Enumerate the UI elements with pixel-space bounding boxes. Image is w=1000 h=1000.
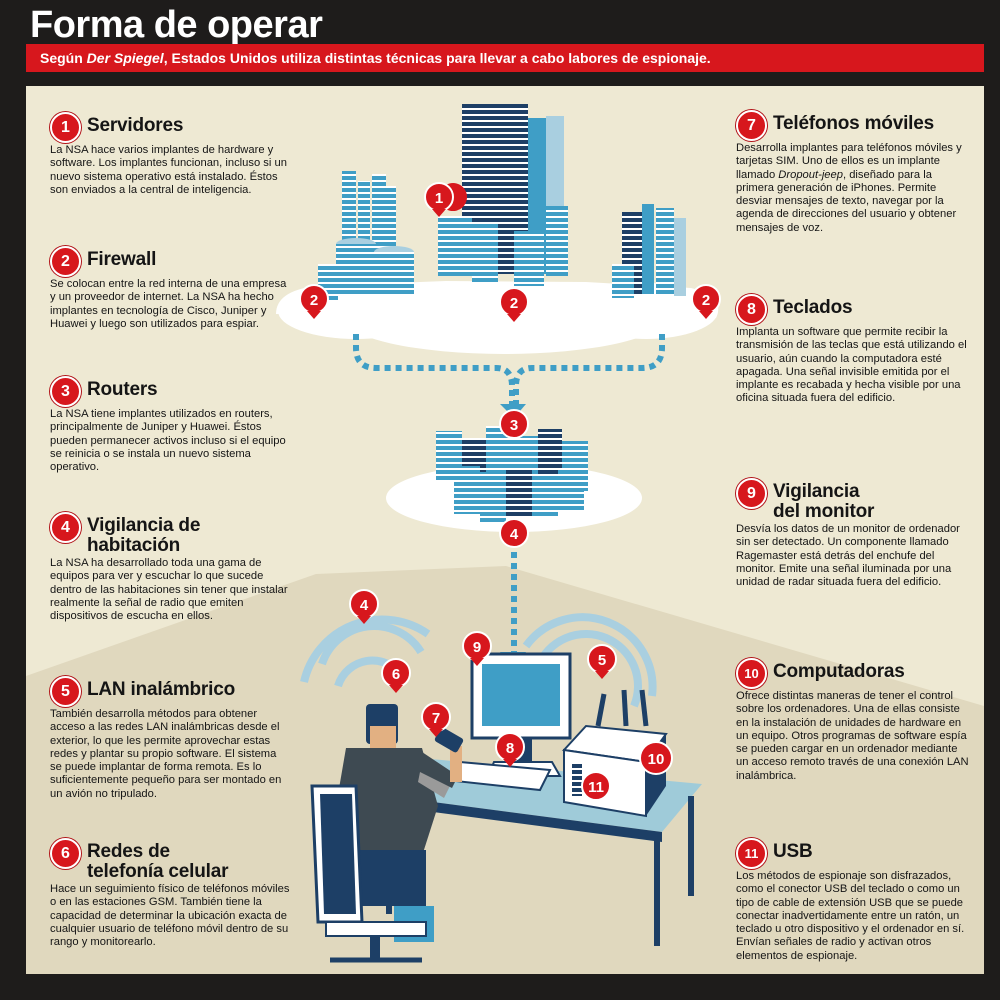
marker-4-center: 4 [499,518,529,548]
item-title-line2: del monitor [773,501,875,522]
item-text: Se colocan entre la red interna de una e… [50,278,287,330]
item-title: Servidores [87,115,184,136]
marker-4-center-label: 4 [510,526,519,543]
badge-1: 1 [50,112,81,143]
item-text: La NSA tiene implantes utilizados en rou… [50,408,286,474]
marker-7-label: 7 [432,710,440,727]
marker-4-wall: 4 [349,589,379,624]
item-text-emphasis: Dropout-jeep [778,168,843,181]
chair [310,784,427,963]
phone-icon [434,727,464,753]
marker-9-label: 9 [473,639,481,656]
subtitle-text-before: Según [40,50,87,66]
badge-7: 7 [736,110,767,141]
marker-5-label: 5 [598,652,606,669]
marker-6-label: 6 [392,666,400,683]
badge-3: 3 [50,376,81,407]
marker-7: 7 [421,702,451,737]
marker-2-right: 2 [691,284,721,319]
item-teclados: 8 Teclados Implanta un software que permi… [736,294,972,406]
item-title: USB [773,841,813,862]
item-firewall: 2 Firewall Se colocan entre la red intern… [50,246,290,331]
marker-2-center-label: 2 [510,295,518,312]
marker-1-label: 1 [435,190,443,207]
marker-11-label: 11 [588,779,604,796]
item-title-line1: Redes de [87,841,170,862]
item-text-after: , diseñado para la primera generación de… [736,168,957,234]
connection-lines [353,334,665,652]
network-diagram: 1 2 2 2 3 4 [276,104,721,963]
item-usb: 11 USB Los métodos de espionaje son disfr… [736,838,972,963]
badge-2: 2 [50,246,81,277]
badge-11: 11 [736,838,767,869]
item-text: Ofrece distintas maneras de tener el con… [736,690,969,782]
item-title: Teclados [773,297,853,318]
content-panel: 1 2 2 2 3 4 [26,86,984,974]
marker-9: 9 [462,631,492,666]
subtitle-source: Der Spiegel [86,50,164,66]
marker-3-label: 3 [510,417,518,434]
marker-5: 5 [587,644,617,679]
marker-10: 10 [639,741,673,775]
item-text: Implanta un software que permite recibir… [736,326,967,405]
item-title-line1: Vigilancia de [87,515,201,536]
item-text: Los métodos de espionaje son disfrazados… [736,870,965,962]
item-text: Desarrolla implantes para teléfonos móvi… [736,142,962,181]
item-text: Hace un seguimiento físico de teléfonos … [50,883,290,949]
marker-2-center: 2 [499,287,529,322]
item-title: LAN inalámbrico [87,679,235,700]
item-title: Teléfonos móviles [773,113,934,134]
marker-2-right-label: 2 [702,292,710,309]
server-buildings [318,104,686,302]
badge-10: 10 [736,658,767,689]
badge-6: 6 [50,838,81,869]
item-title-line2: telefonía celular [87,861,229,882]
monitor [470,652,572,777]
item-computadoras: 10 Computadoras Ofrece distintas maneras … [736,658,972,783]
badge-8: 8 [736,294,767,325]
item-text: La NSA ha desarrollado toda una gama de … [50,557,288,623]
marker-11: 11 [581,771,611,801]
marker-6: 6 [381,658,411,693]
marker-1: 1 [424,182,467,217]
item-lan-inalambrico: 5 LAN inalámbrico También desarrolla méto… [50,676,290,801]
item-title-line1: Vigilancia [773,481,860,502]
badge-9: 9 [736,478,767,509]
router-platform [386,426,642,532]
item-title-line2: habitación [87,535,181,556]
item-routers: 3 Routers La NSA tiene implantes utilizad… [50,376,290,474]
signal-waves [300,613,657,708]
marker-2-left: 2 [299,284,329,319]
item-text: La NSA hace varios implantes de hardware… [50,144,287,196]
subtitle-banner: Según Der Spiegel, Estados Unidos utiliz… [26,44,984,72]
marker-8: 8 [495,732,525,767]
item-text: Desvía los datos de un monitor de ordena… [736,523,960,589]
page-title: Forma de operar [30,4,323,46]
item-title: Firewall [87,249,157,270]
badge-4: 4 [50,512,81,543]
server-cloud [276,281,719,354]
marker-2-left-label: 2 [310,292,318,309]
marker-4-wall-label: 4 [360,597,369,614]
item-title: Computadoras [773,661,905,682]
item-text: También desarrolla métodos para obtener … [50,708,282,800]
item-servidores: 1 Servidores La NSA hace varios implantes… [50,112,290,197]
item-title: Routers [87,379,158,400]
marker-3: 3 [499,409,529,439]
badge-5: 5 [50,676,81,707]
marker-8-label: 8 [506,740,514,757]
subtitle-text-after: , Estados Unidos utiliza distintas técni… [163,50,711,66]
marker-10-label: 10 [648,751,665,768]
item-telefonos-moviles: 7 Teléfonos móviles Desarrolla implantes … [736,110,972,235]
